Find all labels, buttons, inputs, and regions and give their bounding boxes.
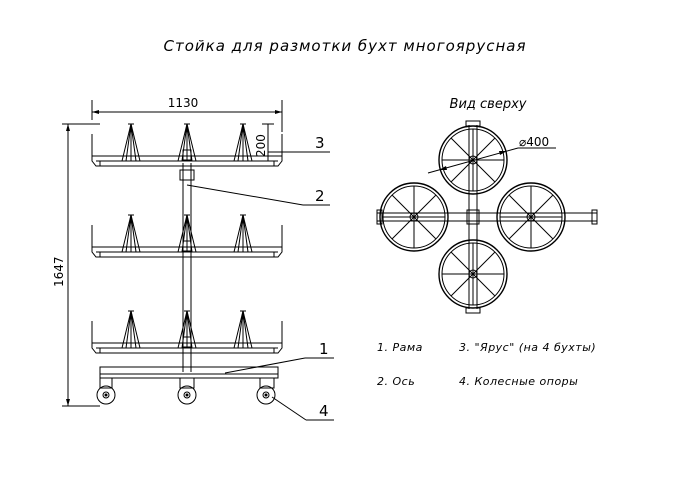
wheel-center — [177, 377, 197, 405]
legend-item-frame: 1. Рама — [377, 341, 423, 354]
callout-1: 1 — [224, 340, 334, 374]
dimension-width: 1130 — [91, 96, 283, 132]
front-view: 1130 200 1647 3 2 — [52, 96, 334, 421]
dimension-diameter-label: ⌀400 — [519, 135, 549, 149]
callout-3-label: 3 — [315, 134, 325, 152]
wheel-left — [96, 377, 116, 405]
reel-left — [379, 182, 449, 252]
wheel-right — [256, 377, 276, 405]
dimension-diameter: ⌀400 — [427, 135, 556, 174]
dimension-height-label: 1647 — [52, 256, 66, 287]
drawing-title: Стойка для размотки бухт многоярусная — [164, 37, 527, 55]
dimension-tier-height-label: 200 — [254, 134, 268, 157]
reel-bottom — [438, 239, 508, 309]
dimension-width-label: 1130 — [168, 96, 199, 110]
dimension-height: 1647 — [52, 123, 100, 407]
reel-right — [496, 182, 566, 252]
top-view-title: Вид сверху — [450, 97, 527, 112]
callout-2: 2 — [186, 184, 330, 206]
top-view: Вид сверху — [376, 97, 598, 314]
tier-middle — [91, 214, 283, 258]
legend: 1. Рама 3. "Ярус" (на 4 бухты) 2. Ось 4.… — [377, 341, 596, 388]
legend-item-axis: 2. Ось — [377, 375, 415, 388]
callout-1-label: 1 — [319, 340, 329, 358]
base-frame — [96, 366, 279, 405]
tier-bottom — [91, 310, 283, 354]
dimension-tier-height: 200 — [254, 123, 274, 162]
legend-item-tier: 3. "Ярус" (на 4 бухты) — [459, 341, 596, 354]
callout-4-label: 4 — [319, 402, 329, 420]
callout-4: 4 — [271, 396, 334, 421]
callout-2-label: 2 — [315, 187, 325, 205]
legend-item-wheel-supports: 4. Колесные опоры — [459, 375, 578, 388]
callout-3: 3 — [268, 134, 330, 153]
